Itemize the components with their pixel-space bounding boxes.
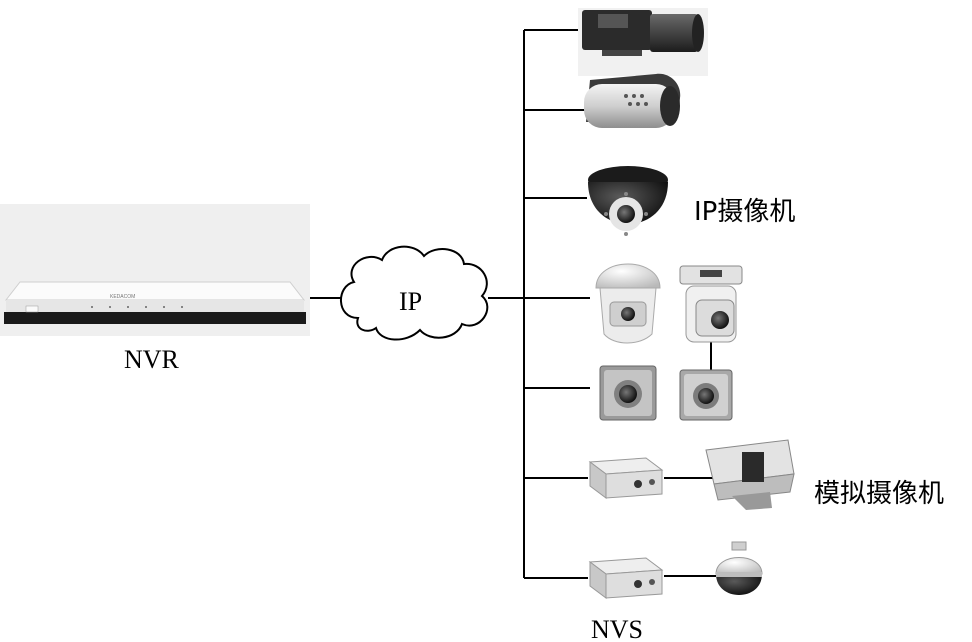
bullet-camera	[584, 73, 681, 128]
ptz-dome-camera	[595, 263, 661, 344]
cube-camera-left	[599, 365, 657, 421]
cube-camera-right	[679, 369, 733, 421]
analog-speed-dome-camera	[715, 541, 763, 595]
analog-camera-group-label: 模拟摄像机	[814, 479, 944, 509]
dome-camera	[588, 166, 668, 236]
nvs-encoder-lower	[588, 557, 664, 599]
nvr-device: KEDACOM	[0, 204, 310, 336]
nvr-label: NVR	[124, 345, 180, 374]
nvr-brand-label: KEDACOM	[110, 294, 135, 300]
pan-tilt-camera	[679, 265, 743, 343]
nvs-encoder-upper	[588, 457, 664, 499]
ip-network-label: IP	[399, 287, 422, 316]
analog-box-camera	[705, 439, 795, 510]
ip-camera-group-label: IP摄像机	[694, 197, 795, 227]
nvs-label: NVS	[591, 615, 643, 642]
box-camera	[578, 8, 708, 76]
ip-network-cloud: IP	[340, 245, 489, 341]
connection-lines	[306, 29, 717, 579]
